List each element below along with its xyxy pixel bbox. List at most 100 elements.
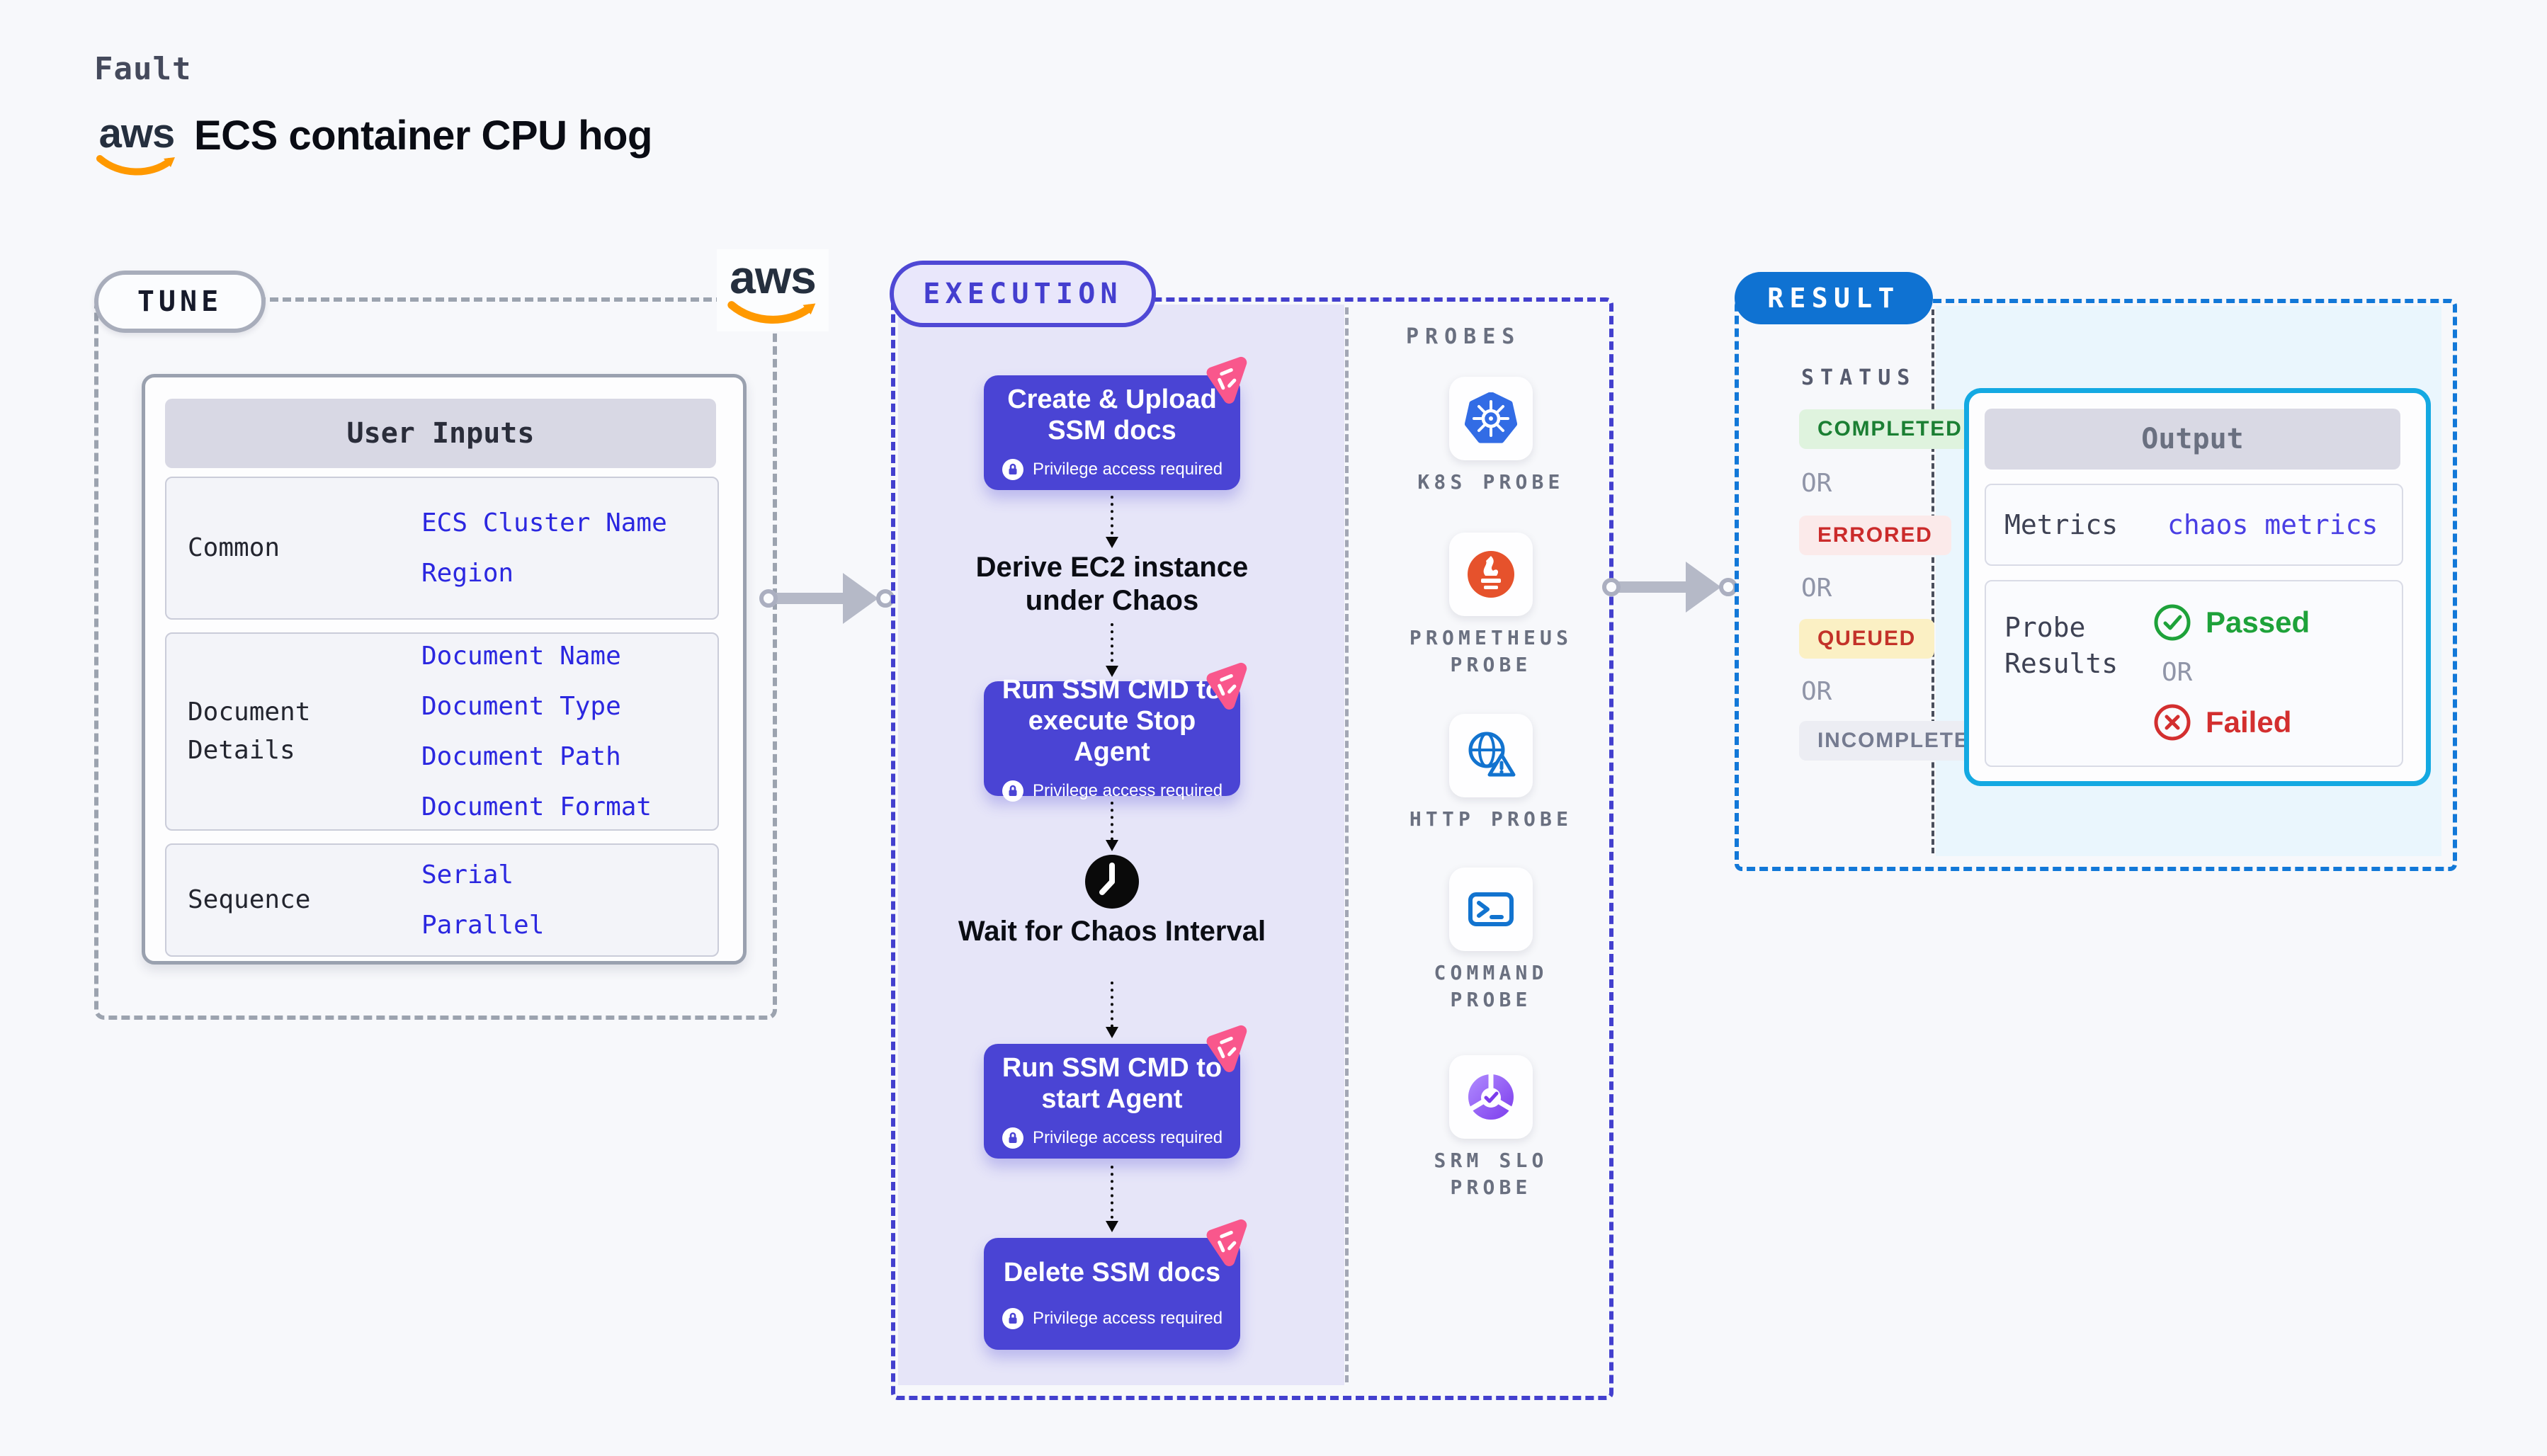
terminal-icon <box>1468 892 1514 926</box>
flow-arrow-down-icon <box>1106 982 1118 1038</box>
http-probe-card <box>1449 714 1533 797</box>
step-title: Run SSM CMD to start Agent <box>1002 1053 1223 1114</box>
k8s-probe-label: K8S PROBE <box>1417 470 1565 494</box>
execution-section-frame <box>891 297 1613 1400</box>
passed-line: Passed <box>2153 603 2310 642</box>
input-link-document-name[interactable]: Document Name <box>421 642 621 671</box>
srm-slo-probe-label: SRM SLO PROBE <box>1434 1149 1548 1199</box>
lock-icon <box>1002 1127 1023 1149</box>
check-circle-icon <box>2154 604 2191 641</box>
status-badge-completed: COMPLETED <box>1799 409 1981 449</box>
chaos-experiment-icon <box>1206 1219 1247 1266</box>
row-values: Serial Parallel <box>421 860 544 940</box>
command-probe-card <box>1449 868 1533 951</box>
probes-column-label: PROBES <box>1406 324 1521 349</box>
chaos-experiment-icon <box>1206 1025 1247 1072</box>
command-probe-label: COMMAND PROBE <box>1434 961 1548 1011</box>
http-probe-label: HTTP PROBE <box>1409 807 1573 831</box>
x-circle-icon <box>2154 704 2191 741</box>
row-label: Sequence <box>188 885 311 914</box>
status-or-label: OR <box>1801 574 1832 603</box>
step-run-ssm-cmd-stop-agent: Run SSM CMD to execute Stop Agent Privil… <box>984 662 1247 802</box>
input-link-document-format[interactable]: Document Format <box>421 792 652 821</box>
status-badge-errored: ERRORED <box>1799 516 1951 555</box>
privilege-note: Privilege access required <box>1002 780 1223 802</box>
page-title: ECS container CPU hog <box>194 113 652 159</box>
execution-section-pill: EXECUTION <box>890 261 1156 327</box>
flow-arrow-down-icon <box>1106 1166 1118 1232</box>
step-title: Create & Upload SSM docs <box>1007 385 1217 445</box>
row-values: ECS Cluster Name Region <box>421 508 667 588</box>
output-probe-results-row: Probe Results Passed OR Faile <box>1985 580 2403 767</box>
step-create-upload-ssm-docs: Create & Upload SSM docs Privilege acces… <box>984 356 1247 490</box>
input-link-serial[interactable]: Serial <box>421 860 514 889</box>
aws-smile-icon <box>727 301 816 324</box>
metrics-label: Metrics <box>2004 509 2118 540</box>
lock-icon <box>1002 780 1023 802</box>
output-title: Output <box>1985 409 2400 470</box>
step-run-ssm-cmd-start-agent: Run SSM CMD to start Agent Privilege acc… <box>984 1025 1247 1159</box>
output-metrics-row: Metrics chaos metrics <box>1985 484 2403 566</box>
http-globe-warning-icon <box>1468 732 1516 777</box>
chaos-experiment-icon <box>1206 356 1247 404</box>
user-inputs-row-common: Common ECS Cluster Name Region <box>165 477 719 620</box>
aws-logo-tune: aws <box>717 249 829 331</box>
user-inputs-row-document-details: Document Details Document Name Document … <box>165 632 719 831</box>
chaos-metrics-link[interactable]: chaos metrics <box>2167 509 2378 540</box>
step-title: Delete SSM docs <box>1003 1258 1221 1288</box>
step-wait-for-chaos-interval: Wait for Chaos Interval <box>958 916 1266 947</box>
aws-logo-text: aws <box>98 110 176 157</box>
tune-section-frame <box>94 297 777 1020</box>
step-derive-ec2-instance: Derive EC2 instance under Chaos <box>975 552 1249 617</box>
k8s-probe-card <box>1449 377 1533 460</box>
input-link-document-path[interactable]: Document Path <box>421 742 621 771</box>
row-label: Common <box>188 533 280 562</box>
chaos-experiment-icon <box>1206 662 1247 710</box>
user-inputs-row-sequence: Sequence Serial Parallel <box>165 843 719 957</box>
failed-label: Failed <box>2206 705 2292 739</box>
slo-gauge-check-icon <box>1468 1073 1514 1120</box>
probe-results-or-label: OR <box>2162 658 2193 687</box>
fault-kind-label: Fault <box>94 51 192 87</box>
aws-smile-icon <box>96 155 175 176</box>
tune-section-pill: TUNE <box>94 271 266 333</box>
row-label: Document Details <box>188 698 311 765</box>
input-link-document-type[interactable]: Document Type <box>421 692 621 721</box>
flow-arrow-down-icon <box>1106 496 1118 548</box>
lock-icon <box>1002 1307 1023 1329</box>
execution-probes-divider <box>1345 307 1349 1382</box>
status-badge-queued: QUEUED <box>1799 619 1935 659</box>
user-inputs-title: User Inputs <box>165 399 716 468</box>
input-link-region[interactable]: Region <box>421 559 514 588</box>
status-column-label: STATUS <box>1801 365 1917 390</box>
flow-arrow-down-icon <box>1106 623 1118 677</box>
status-or-label: OR <box>1801 469 1832 498</box>
output-card: Output Metrics chaos metrics Probe Resul… <box>1964 388 2431 786</box>
srm-slo-probe-card <box>1449 1055 1533 1139</box>
result-section-pill: RESULT <box>1735 272 1933 324</box>
result-section-frame <box>1735 299 2457 871</box>
probe-results-values: Passed OR Failed <box>2153 581 2310 766</box>
execution-to-result-arrow-icon <box>1602 562 1737 613</box>
kubernetes-icon <box>1465 392 1517 443</box>
flow-arrow-down-icon <box>1106 802 1118 851</box>
aws-logo: aws <box>91 113 183 178</box>
aws-logo-text: aws <box>730 251 817 303</box>
status-output-divider <box>1931 309 1934 853</box>
prometheus-icon <box>1468 551 1514 598</box>
input-link-ecs-cluster-name[interactable]: ECS Cluster Name <box>421 508 667 538</box>
failed-line: Failed <box>2153 703 2310 742</box>
step-title: Run SSM CMD to execute Stop Agent <box>1002 675 1223 767</box>
row-values: Document Name Document Type Document Pat… <box>421 642 652 821</box>
passed-label: Passed <box>2206 605 2310 639</box>
input-link-parallel[interactable]: Parallel <box>421 911 545 940</box>
privilege-note: Privilege access required <box>1002 458 1223 481</box>
lock-icon <box>1002 458 1023 480</box>
probe-results-label: Probe Results <box>2004 612 2118 680</box>
prometheus-probe-label: PROMETHEUS PROBE <box>1409 626 1573 676</box>
privilege-note: Privilege access required <box>1002 1127 1223 1149</box>
status-or-label: OR <box>1801 677 1832 706</box>
privilege-note: Privilege access required <box>1002 1307 1223 1330</box>
wait-clock-icon <box>1084 854 1140 913</box>
